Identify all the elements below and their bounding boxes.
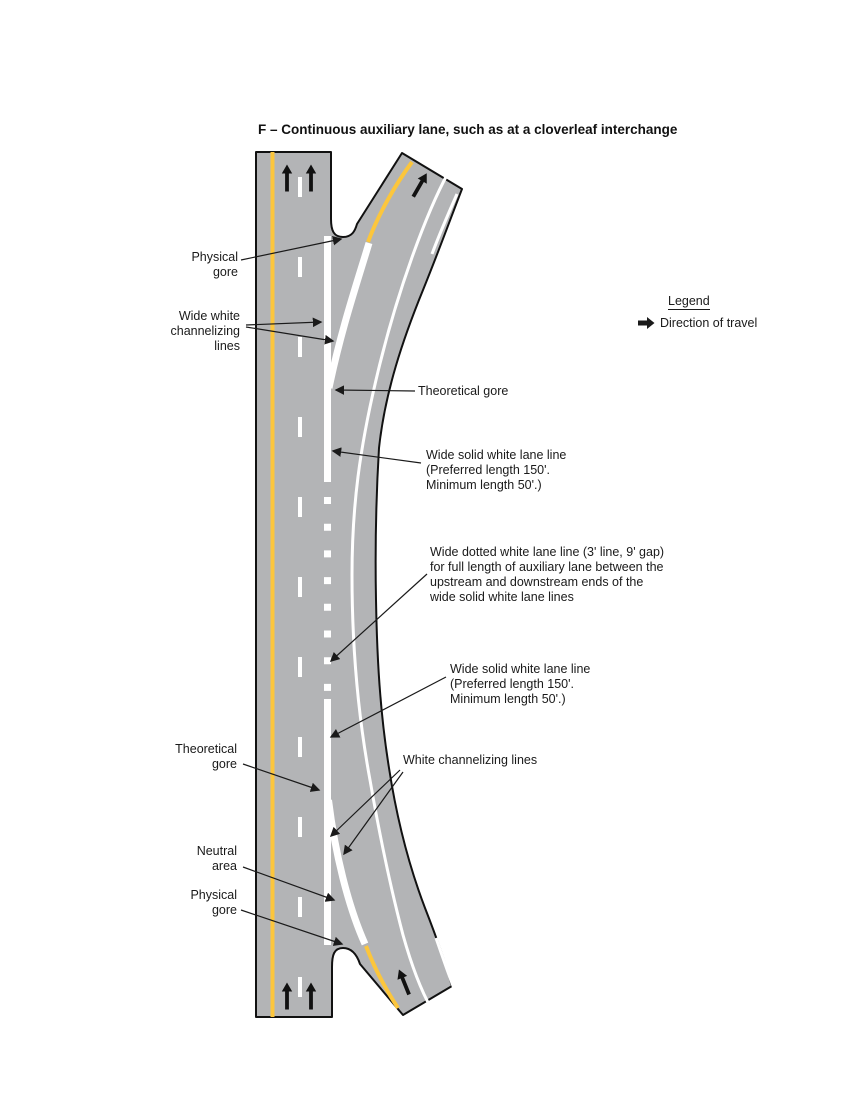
label-theoretical-gore-lower: Theoretical gore — [175, 742, 237, 771]
label-wide-solid-lower: Wide solid white lane line (Preferred le… — [450, 662, 591, 706]
entrance-ramp-edge-line — [434, 937, 457, 992]
leader-white-channelizing-1 — [329, 769, 401, 837]
figure-title: F – Continuous auxiliary lane, such as a… — [258, 122, 678, 137]
label-physical-gore-bottom: Physical gore — [190, 888, 237, 917]
auxiliary-lane-edge-line — [350, 172, 450, 1009]
road-pavement — [255, 151, 463, 1018]
legend-item-direction: Direction of travel — [638, 316, 778, 330]
leader-theoretical-gore-lower — [242, 763, 321, 792]
leader-neutral-area — [242, 866, 336, 902]
label-neutral-area: Neutral area — [196, 844, 237, 873]
label-wide-white-channelizing: Wide white channelizing lines — [170, 309, 241, 353]
legend-title: Legend — [668, 294, 710, 310]
channelizing-line-upper-ramp — [325, 241, 373, 389]
exit-ramp-edge-line — [430, 193, 459, 255]
label-wide-solid-upper: Wide solid white lane line (Preferred le… — [426, 448, 567, 492]
leader-wide-solid-lower — [329, 676, 447, 738]
leader-wide-white-channelizing-1 — [245, 317, 323, 328]
right-arrow-icon — [638, 317, 655, 329]
label-physical-gore-top: Physical gore — [191, 250, 238, 279]
leader-physical-gore-bottom — [240, 909, 344, 946]
leader-wide-solid-upper — [331, 447, 422, 464]
leader-wide-dotted — [329, 573, 428, 662]
label-wide-dotted: Wide dotted white lane line (3' line, 9'… — [430, 545, 665, 604]
leader-physical-gore-top — [240, 235, 343, 261]
yellow-edge-line-exit-ramp — [366, 160, 414, 243]
yellow-edge-line-entrance-ramp — [364, 945, 400, 1010]
leader-wide-white-channelizing-2 — [245, 326, 335, 345]
channelizing-line-lower-ramp — [325, 799, 369, 946]
label-theoretical-gore-upper: Theoretical gore — [418, 384, 509, 398]
legend: Legend Direction of travel — [638, 292, 778, 330]
label-white-channelizing-lower: White channelizing lines — [403, 753, 538, 767]
leader-white-channelizing-2 — [343, 771, 404, 856]
leader-theoretical-gore-upper — [334, 385, 416, 395]
legend-item-label: Direction of travel — [660, 316, 758, 330]
